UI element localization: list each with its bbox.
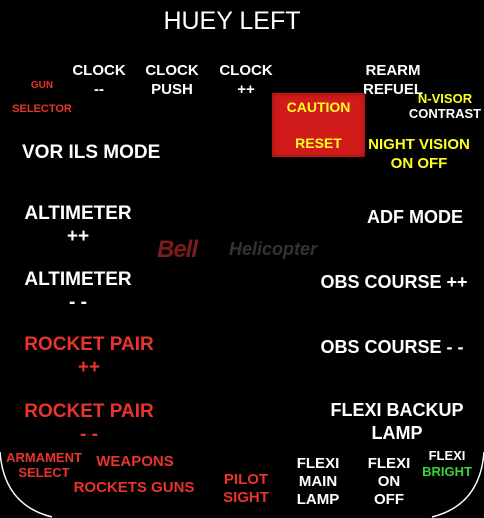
weapons-label: WEAPONS [96, 453, 174, 470]
clock-minus-button[interactable]: CLOCK-- [72, 62, 126, 98]
altimeter-minus-button[interactable]: ALTIMETER- - [24, 269, 132, 313]
page-title: HUEY LEFT [163, 7, 301, 35]
rocket-pair-plus-button[interactable]: ROCKET PAIR++ [24, 334, 154, 378]
rockets-guns-selector[interactable]: ROCKETS GUNS [73, 479, 195, 496]
rocket-pair-minus-button[interactable]: ROCKET PAIR- - [24, 401, 154, 445]
bell-helicopter-logo: Bell Helicopter [157, 236, 318, 263]
obs-course-plus-button[interactable]: OBS COURSE ++ [320, 272, 468, 292]
gun-label[interactable]: GUN [30, 80, 54, 91]
flexi-bright-button[interactable]: FLEXI BRIGHT [422, 448, 472, 479]
nvisor-contrast-button[interactable]: N-VISOR CONTRAST [408, 91, 482, 121]
altimeter-plus-button[interactable]: ALTIMETER++ [24, 203, 132, 247]
adf-mode-button[interactable]: ADF MODE [367, 207, 463, 227]
vor-ils-mode-button[interactable]: VOR ILS MODE [22, 142, 161, 163]
clock-plus-button[interactable]: CLOCK++ [219, 62, 273, 98]
gun-selector-button[interactable]: SELECTOR [12, 103, 72, 115]
caution-reset-button[interactable]: CAUTION RESET [272, 93, 365, 157]
obs-course-minus-button[interactable]: OBS COURSE - - [320, 337, 464, 357]
